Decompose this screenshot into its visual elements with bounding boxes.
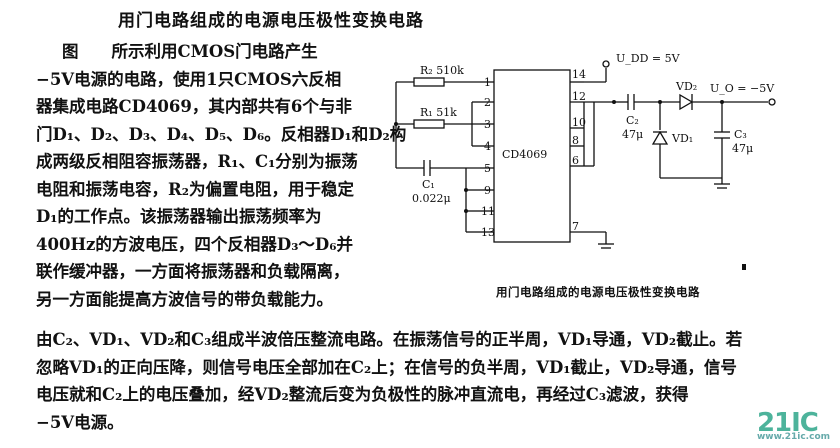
pin-label: 8 xyxy=(572,134,579,147)
chip-label: CD4069 xyxy=(502,148,547,161)
pin-label: 4 xyxy=(484,140,491,153)
pin-label: 3 xyxy=(484,118,491,131)
vd2-label: VD₂ xyxy=(675,80,697,93)
text-line: 器集成电路CD4069，其内部共有6个与非 xyxy=(36,97,352,116)
r2-label: R₂ 510k xyxy=(420,64,464,77)
pin-label: 5 xyxy=(484,162,491,175)
text-line: 成两级反相阻容振荡器，R₁、C₁分别为振荡 xyxy=(36,152,358,171)
c3-value: 47μ xyxy=(732,142,753,155)
text-line: 由C₂、VD₁、VD₂和C₃组成半波倍压整流电路。在振荡信号的正半周，VD₁导通… xyxy=(36,330,743,349)
caret-mark xyxy=(742,264,746,270)
c1-value: 0.022μ xyxy=(412,192,451,205)
text-line: −5V电源的电路，使用1只CMOS六反相 xyxy=(36,69,342,89)
text-line: −5V电源。 xyxy=(36,412,124,432)
text-line: 400Hz的方波电压，四个反相器D₃～D₆并 xyxy=(36,234,353,254)
text-line: 电阻和振荡电容，R₂为偏置电阻，用于稳定 xyxy=(36,179,354,199)
watermark-main: 21IC xyxy=(756,408,819,438)
text-line: 另一方面能提高方波信号的带负载能力。 xyxy=(36,289,333,309)
pin-label: 10 xyxy=(572,116,586,129)
text-line: 忽略VD₁的正向压降，则信号电压全部加在C₂上；在信号的负半周，VD₁截止，VD… xyxy=(36,357,737,377)
pin-label: 6 xyxy=(572,154,579,167)
pin-label: 7 xyxy=(572,220,579,233)
left-paragraph: 图 所示利用CMOS门电路产生 −5V电源的电路，使用1只CMOS六反相 器集成… xyxy=(36,38,476,313)
full-paragraph: 由C₂、VD₁、VD₂和C₃组成半波倍压整流电路。在振荡信号的正半周，VD₁导通… xyxy=(36,326,808,436)
watermark-domain: www.21ic.com xyxy=(756,432,830,442)
chip-body xyxy=(493,69,571,243)
vd1-label: VD₁ xyxy=(671,132,693,145)
pin-label: 14 xyxy=(572,68,586,81)
c2-label: C₂ xyxy=(626,114,639,127)
text-line: 电压就和C₂上的电压叠加，经VD₂整流后变为负极性的脉冲直流电，再经过C₃滤波，… xyxy=(36,385,689,404)
c1-label: C₁ xyxy=(422,178,435,191)
r1-label: R₁ 51k xyxy=(420,106,457,119)
pin-label: 12 xyxy=(572,90,586,103)
figure-caption: 用门电路组成的电源电压极性变换电路 xyxy=(496,285,700,299)
page-title: 用门电路组成的电源电压极性变换电路 xyxy=(118,11,424,31)
vdd-label: U_DD = 5V xyxy=(616,52,681,65)
pin-label: 11 xyxy=(481,205,495,218)
text-line: D₁的工作点。该振荡器输出振荡频率为 xyxy=(36,207,322,226)
watermark-logo: 21IC www.21ic.com xyxy=(757,408,830,442)
c3-label: C₃ xyxy=(734,128,747,141)
pin-label: 9 xyxy=(484,184,491,197)
circuit-schematic: 1 2 3 4 5 9 11 13 14 12 10 8 6 7 CD4069 … xyxy=(394,52,776,249)
uo-label: U_O = −5V xyxy=(710,82,775,95)
pin-label: 2 xyxy=(484,96,491,109)
pin-label: 1 xyxy=(484,76,491,89)
text-line: 图 所示利用CMOS门电路产生 xyxy=(62,42,318,61)
text-line: 联作缓冲器，一方面将振荡器和负载隔离， xyxy=(36,262,350,281)
pin-label: 13 xyxy=(481,226,495,239)
text-line: 门D₁、D₂、D₃、D₄、D₅、D₆。反相器D₁和D₂构 xyxy=(36,124,407,144)
c2-value: 47μ xyxy=(622,128,643,141)
